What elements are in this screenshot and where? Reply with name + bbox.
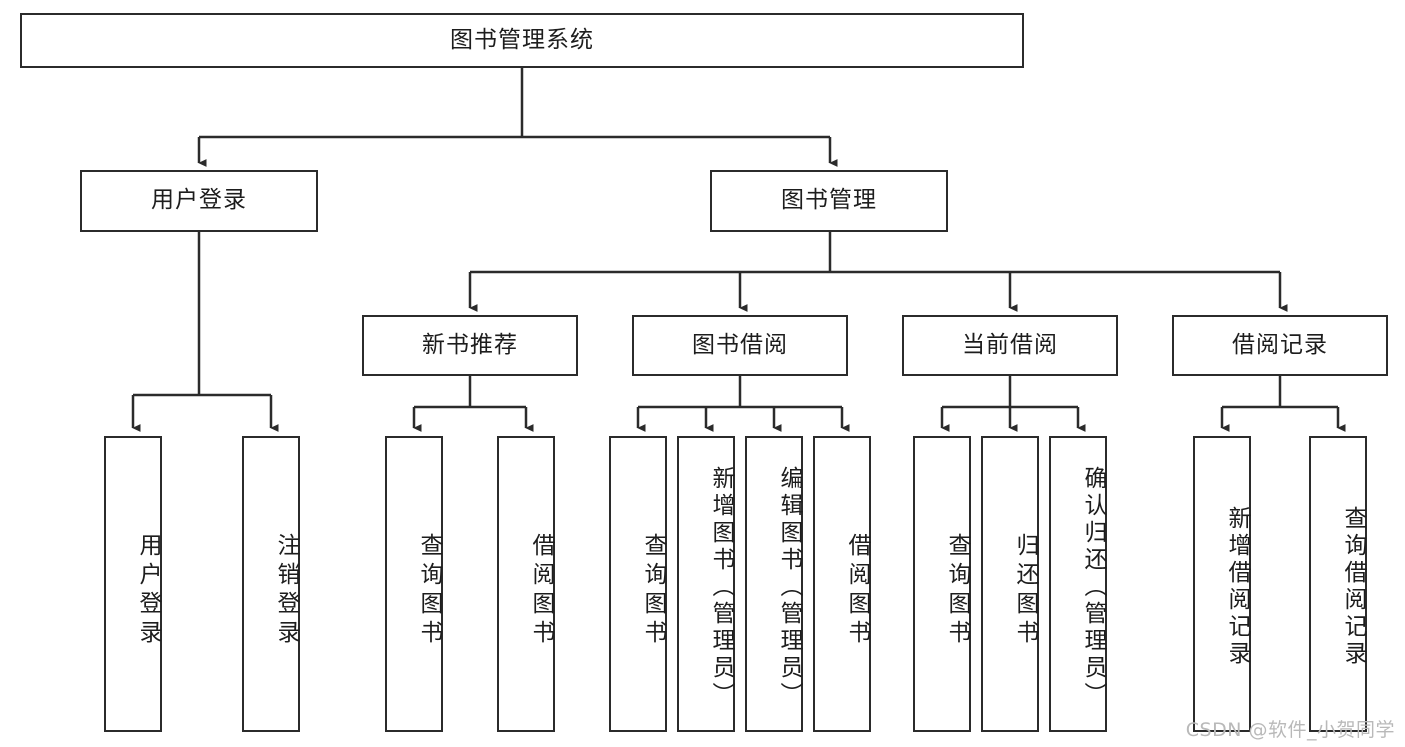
leaf-borrow-book[interactable]: 借阅图书 <box>813 436 871 732</box>
node-book-borrow[interactable]: 图书借阅 <box>632 315 848 376</box>
leaf-confirm-return-admin[interactable]: 确认归还（管理员） <box>1049 436 1107 732</box>
node-current-borrow[interactable]: 当前借阅 <box>902 315 1118 376</box>
leaf-query-book-rec[interactable]: 查询图书 <box>385 436 443 732</box>
leaf-return-book[interactable]: 归还图书 <box>981 436 1039 732</box>
leaf-user-login[interactable]: 用户登录 <box>104 436 162 732</box>
leaf-borrow-book-rec[interactable]: 借阅图书 <box>497 436 555 732</box>
leaf-add-borrow-record[interactable]: 新增借阅记录 <box>1193 436 1251 732</box>
leaf-add-book-admin[interactable]: 新增图书（管理员） <box>677 436 735 732</box>
leaf-query-book-borrow[interactable]: 查询图书 <box>609 436 667 732</box>
leaf-edit-book-admin[interactable]: 编辑图书（管理员） <box>745 436 803 732</box>
node-book-manage[interactable]: 图书管理 <box>710 170 948 232</box>
node-user-login[interactable]: 用户登录 <box>80 170 318 232</box>
node-borrow-record[interactable]: 借阅记录 <box>1172 315 1388 376</box>
csdn-watermark: CSDN @软件_小贺同学 <box>1185 719 1395 741</box>
node-new-book-rec[interactable]: 新书推荐 <box>362 315 578 376</box>
leaf-query-book-current[interactable]: 查询图书 <box>913 436 971 732</box>
leaf-query-borrow-record[interactable]: 查询借阅记录 <box>1309 436 1367 732</box>
node-root[interactable]: 图书管理系统 <box>20 13 1024 68</box>
leaf-logout[interactable]: 注销登录 <box>242 436 300 732</box>
